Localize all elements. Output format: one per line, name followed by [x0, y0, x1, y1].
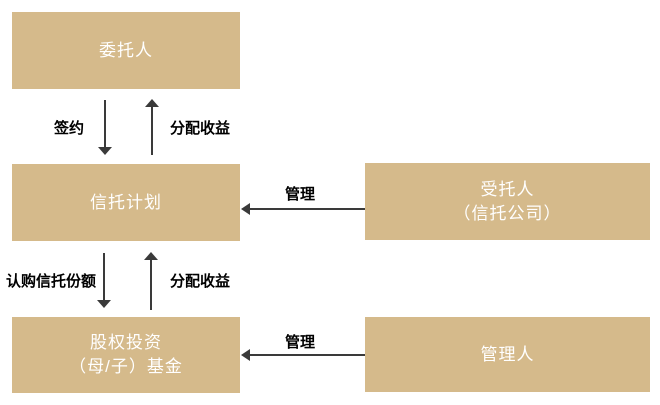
arrow-left-icon: [241, 349, 250, 361]
node-trustee-label-line2: （信托公司）: [453, 203, 562, 223]
node-principal-label: 委托人: [99, 40, 153, 60]
node-trust-plan-label: 信托计划: [90, 192, 162, 212]
edge-label-manage-trust: 管理: [284, 186, 315, 203]
node-trustee: 受托人 （信托公司）: [365, 163, 650, 240]
node-manager-label: 管理人: [480, 344, 535, 364]
edge-principal-to-trust-line: [104, 100, 106, 148]
arrow-up-icon: [145, 99, 159, 107]
node-equity-fund-label-line2: （母/子）基金: [69, 357, 183, 376]
node-manager: 管理人: [365, 317, 650, 392]
arrow-down-icon: [98, 147, 112, 155]
arrow-down-icon: [97, 300, 111, 308]
edge-trust-to-principal-line: [151, 107, 153, 155]
arrow-up-icon: [144, 252, 158, 260]
edge-label-sign-contract: 签约: [53, 120, 84, 137]
edge-fund-to-trust-line: [150, 260, 152, 310]
edge-trustee-to-trust-line: [249, 208, 365, 210]
edge-label-manage-fund: 管理: [284, 334, 315, 351]
edge-label-distribute-income-top: 分配收益: [169, 120, 230, 137]
node-trust-plan: 信托计划: [12, 164, 240, 241]
node-principal: 委托人: [12, 12, 240, 89]
edge-label-distribute-income-bottom: 分配收益: [169, 273, 230, 290]
node-equity-fund: 股权投资 （母/子）基金: [12, 317, 240, 393]
edge-manager-to-fund-line: [249, 354, 365, 356]
arrow-left-icon: [241, 203, 250, 215]
node-equity-fund-label-line1: 股权投资: [90, 333, 162, 352]
edge-trust-to-fund-line: [103, 253, 105, 301]
node-trustee-label-line1: 受托人: [480, 179, 535, 199]
edge-label-subscribe-shares: 认购信托份额: [5, 273, 96, 290]
